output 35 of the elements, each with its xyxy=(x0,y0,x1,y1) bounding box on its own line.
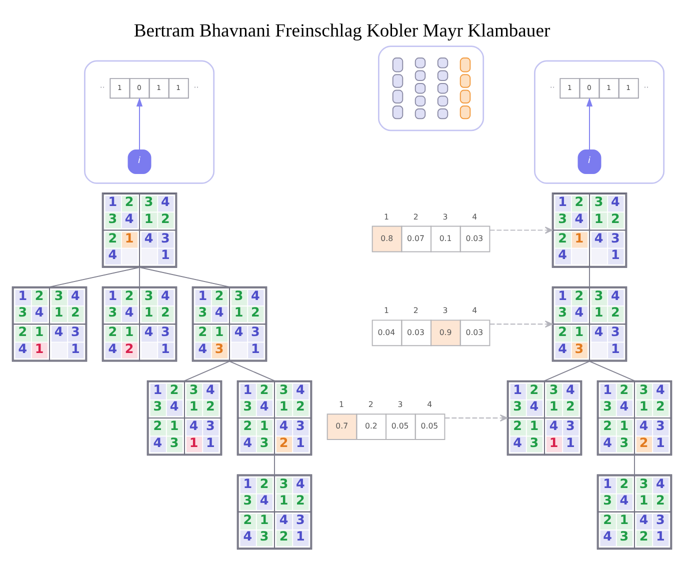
connector xyxy=(544,360,590,381)
arrow xyxy=(489,226,553,234)
connector xyxy=(184,360,230,381)
node-label: 3 xyxy=(442,306,448,315)
node-label: 2 xyxy=(368,400,374,409)
node-label: 2 xyxy=(413,306,418,315)
connector xyxy=(634,454,635,475)
arrow xyxy=(444,414,508,422)
node-label: ·· xyxy=(550,82,555,92)
arrow xyxy=(489,320,553,328)
cluster xyxy=(534,60,665,184)
node-label: 3 xyxy=(398,400,403,409)
node-label: ·· xyxy=(194,82,199,92)
connector xyxy=(589,266,590,287)
connector xyxy=(139,266,230,287)
node-label: 1 xyxy=(384,212,390,221)
connector xyxy=(274,454,275,475)
arrow xyxy=(136,97,143,150)
cluster xyxy=(84,60,215,184)
connector xyxy=(139,266,140,287)
node-label: 1 xyxy=(384,306,390,315)
connector xyxy=(589,360,635,381)
connector xyxy=(49,266,140,287)
node-label: ·· xyxy=(100,82,105,92)
arrow xyxy=(586,97,593,150)
node-label: 3 xyxy=(442,212,448,221)
connector xyxy=(229,360,275,381)
node-label: 4 xyxy=(427,400,432,409)
node-label: 4 xyxy=(472,212,478,221)
node-label: 2 xyxy=(413,212,418,221)
node-label: ·· xyxy=(644,82,649,92)
node-label: 4 xyxy=(472,306,478,315)
node-label: 1 xyxy=(339,400,344,409)
node-picture xyxy=(378,45,484,131)
diagram-title: Bertram Bhavnani Freinschlag Kobler Mayr Klambauer xyxy=(134,20,550,42)
